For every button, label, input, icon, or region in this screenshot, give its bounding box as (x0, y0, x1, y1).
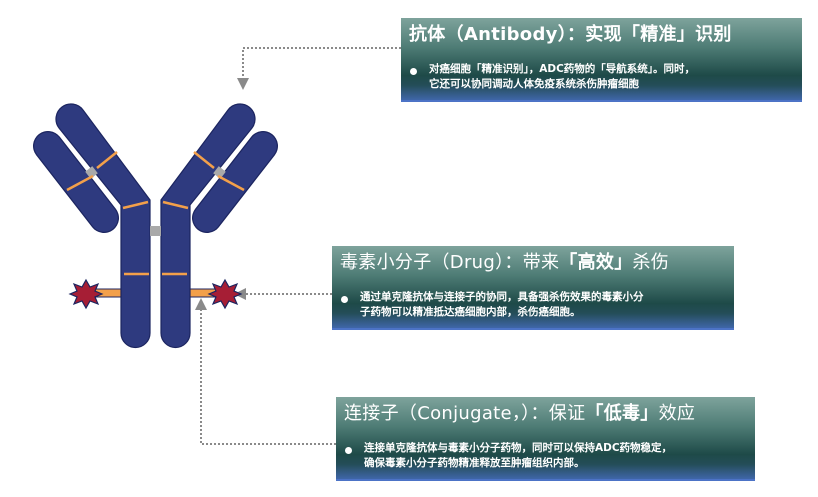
antibody-title-emphasis: 「精准」 (621, 24, 696, 45)
linker-desc-line2: 确保毒素小分子药物精准释放至肿瘤组织内部。 (364, 457, 585, 469)
toxin-star-left (68, 278, 104, 310)
linker-title: 连接子（Conjugate，）：保证「低毒」效应 (344, 402, 695, 426)
antibody-title-prefix: 抗体（Antibody）：实现 (409, 24, 622, 45)
disulfide-right (213, 166, 226, 179)
antibody-description: 对癌细胞「精准识别」，ADC药物的「导航系统」。同时， 它还可以协同调动人体免疫… (429, 62, 695, 92)
drug-desc-line1: 通过单克隆抗体与连接子的协同，具备强杀伤效果的毒素小分 (360, 291, 644, 303)
drug-title-suffix: 杀伤 (632, 252, 670, 273)
connector-antibody (237, 47, 401, 90)
linker-title-prefix: 连接子（Conjugate，）：保证 (344, 403, 586, 424)
heavy-chain-left (55, 103, 151, 349)
light-chain-right (192, 131, 278, 233)
drug-title-emphasis: 「高效」 (559, 252, 633, 273)
bullet-icon (410, 68, 417, 75)
connector-linker (195, 298, 336, 445)
antibody-desc-line2: 它还可以协同调动人体免疫系统杀伤肿瘤细胞 (429, 78, 639, 90)
linker-title-suffix: 效应 (658, 403, 696, 424)
disulfide-left (85, 166, 98, 179)
domain-lines (66, 151, 245, 276)
drug-title-prefix: 毒素小分子（Drug）：带来 (340, 252, 560, 273)
toxin-star-right (207, 278, 243, 310)
linker-title-emphasis: 「低毒」 (585, 403, 659, 424)
linker-desc-line1: 连接单克隆抗体与毒素小分子药物，同时可以保持ADC药物稳定， (364, 442, 673, 454)
hinge-connector (150, 226, 161, 236)
bullet-icon (345, 447, 352, 454)
light-chain-left (33, 131, 119, 233)
drug-title: 毒素小分子（Drug）：带来「高效」杀伤 (340, 251, 669, 275)
antibody-callout: 抗体（Antibody）：实现「精准」识别 对癌细胞「精准识别」，ADC药物的「… (401, 18, 802, 102)
heavy-chain-right (160, 103, 256, 349)
linker-callout: 连接子（Conjugate，）：保证「低毒」效应 连接单克隆抗体与毒素小分子药物… (336, 397, 755, 481)
drug-callout: 毒素小分子（Drug）：带来「高效」杀伤 通过单克隆抗体与连接子的协同，具备强杀… (332, 246, 734, 330)
linker-description: 连接单克隆抗体与毒素小分子药物，同时可以保持ADC药物稳定， 确保毒素小分子药物… (364, 441, 672, 471)
drug-desc-line2: 子药物可以精准抵达癌细胞内部，杀伤癌细胞。 (360, 306, 581, 318)
drug-description: 通过单克隆抗体与连接子的协同，具备强杀伤效果的毒素小分 子药物可以精准抵达癌细胞… (360, 290, 644, 320)
antibody-desc-line1: 对癌细胞「精准识别」，ADC药物的「导航系统」。同时， (429, 63, 696, 75)
antibody-title: 抗体（Antibody）：实现「精准」识别 (409, 23, 732, 47)
antibody-title-suffix: 识别 (695, 24, 732, 45)
bullet-icon (341, 296, 348, 303)
